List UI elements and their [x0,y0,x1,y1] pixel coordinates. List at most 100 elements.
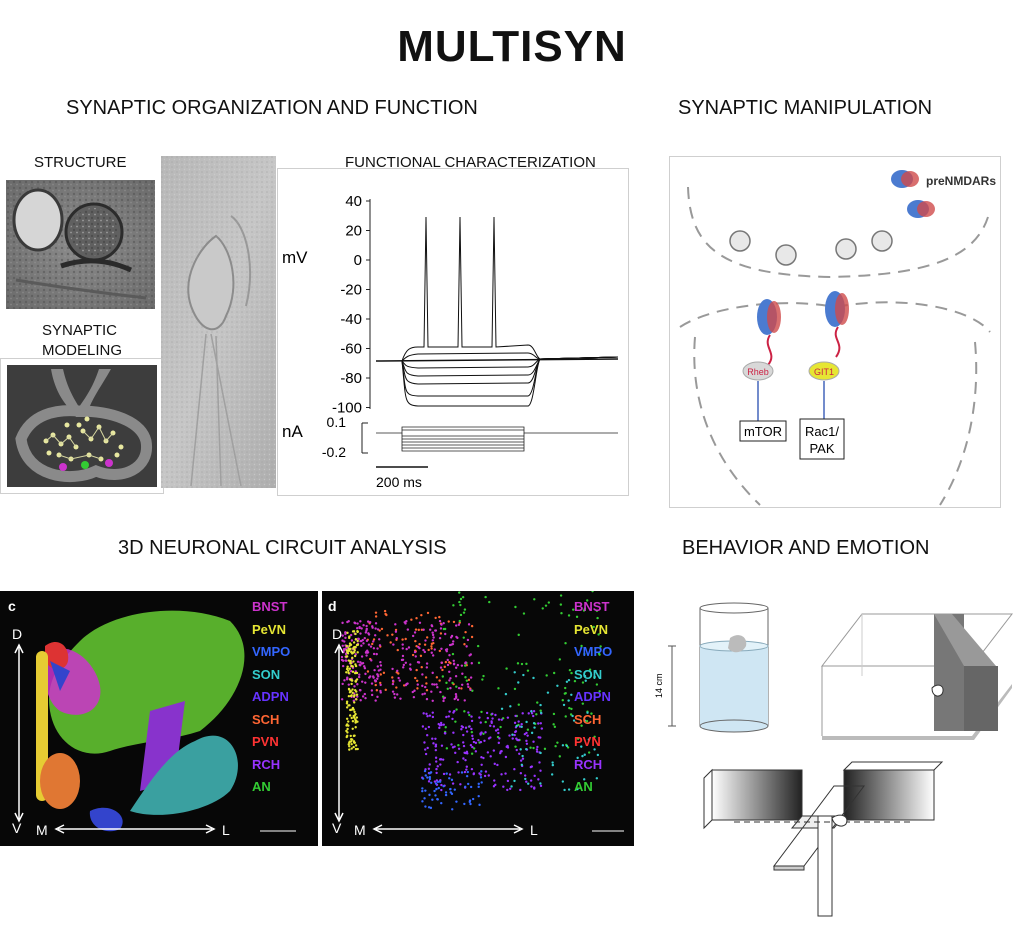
cell-dot [406,628,410,631]
cell-dot [591,589,594,593]
cell-dot [354,632,357,636]
cell-dot [423,650,427,654]
cell-dot [484,595,487,599]
cell-dot [450,643,453,646]
cell-dot [565,744,569,748]
cell-dot [354,622,357,625]
cell-dot [420,613,423,617]
cell-dot [349,643,353,646]
cell-dot [361,680,364,683]
circuit-c-lateral: L [222,822,230,838]
cell-dot [448,777,451,780]
cell-dot [480,781,483,784]
legend-item: ADPN [574,689,611,704]
cell-dot [353,710,356,714]
cell-dot [370,682,374,685]
cell-dot [353,671,357,675]
legend-item: SCH [574,711,602,727]
cell-dot [439,666,443,669]
cell-dot [431,715,435,719]
cell-dot [414,676,417,680]
cell-dot [537,778,540,781]
cell-dot [489,724,492,728]
cell-dot [363,665,366,668]
cell-dot [448,654,451,657]
cell-dot [356,720,359,723]
cell-dot [467,623,471,626]
cell-dot [374,679,378,683]
cell-dot [345,702,349,705]
cell-dot [464,630,467,634]
cell-dot [346,665,349,668]
cell-dot [393,692,396,696]
cell-dot [480,770,483,773]
na-axis-label: nA [282,422,303,441]
cell-dot [421,684,424,688]
cell-dot [594,669,597,673]
cell-dot [435,771,438,775]
cell-dot [451,681,454,685]
section-title-circuit-analysis: 3D NEURONAL CIRCUIT ANALYSIS [118,537,447,559]
cell-dot [360,627,363,630]
cell-dot [362,624,365,627]
cell-dot [444,793,448,797]
cell-dot [519,788,522,792]
cell-dot [470,719,474,723]
cell-dot [469,785,473,789]
cell-dot [454,675,458,678]
cell-dot [344,631,347,634]
cell-dot [466,638,470,642]
cell-dot [411,690,414,694]
cell-dot [454,666,458,669]
cell-dot [427,648,430,652]
cell-dot [450,743,453,746]
cell-dot [374,634,377,637]
cell-dot [525,747,528,751]
cell-dot [446,687,449,690]
cell-dot [463,710,466,713]
cell-dot [439,763,442,766]
cell-dot [532,714,535,718]
cell-dot [419,654,423,658]
cell-dot [464,661,467,665]
cell-dot [561,699,564,702]
cell-dot [430,781,433,784]
cell-dot [539,769,542,772]
cell-dot [379,660,382,664]
cell-dot [364,681,367,684]
cell-dot [401,647,404,650]
cell-dot [567,614,571,617]
cell-dot [536,745,539,749]
cell-dot [585,719,589,723]
cell-dot [444,632,447,636]
cell-dot [517,633,520,637]
cell-dot [509,787,512,791]
cell-dot [421,693,424,696]
cell-dot [483,774,487,778]
cell-dot [598,690,601,693]
cell-dot [559,603,563,606]
cell-dot [434,794,437,797]
cell-dot [404,637,407,641]
cell-dot [395,686,398,689]
cell-dot [356,622,359,625]
cell-dot [401,658,405,661]
cell-dot [460,683,464,686]
cell-dot [360,655,364,658]
cell-dot [441,675,445,678]
cell-dot [586,599,589,602]
cell-dot [526,734,529,737]
cell-dot [355,693,359,696]
cell-dot [500,750,503,753]
cell-dot [435,787,438,791]
cell-dot [431,699,434,703]
cell-dot [396,693,399,696]
cell-dot [343,640,346,643]
cell-dot [480,763,483,767]
cell-dot [570,671,573,675]
cell-dot [367,633,371,636]
cell-dot [449,686,452,690]
cell-dot [348,745,351,748]
cell-dot [451,717,454,721]
cell-dot [359,639,362,643]
